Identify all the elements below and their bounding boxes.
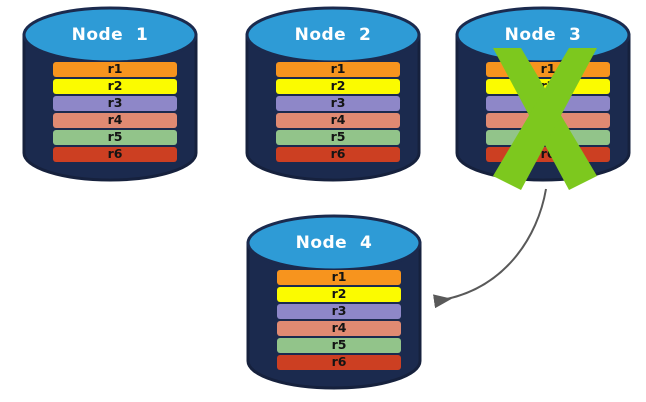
- row-label: r2: [107, 78, 123, 94]
- row-bar: r1: [53, 62, 177, 77]
- row-bar: r3: [486, 96, 610, 111]
- row-label: r5: [107, 129, 123, 145]
- row-label: r4: [107, 112, 123, 128]
- row-bar: r4: [276, 113, 400, 128]
- row-bar: r4: [277, 321, 401, 336]
- row-label: r4: [331, 320, 347, 336]
- row-label: r1: [330, 61, 346, 77]
- row-label: r2: [331, 286, 347, 302]
- row-bar: r6: [277, 355, 401, 370]
- row-label: r3: [330, 95, 346, 111]
- row-label: r3: [107, 95, 123, 111]
- row-label: r3: [331, 303, 347, 319]
- row-bar: r2: [53, 79, 177, 94]
- row-label: r1: [540, 61, 556, 77]
- row-bar: r6: [486, 147, 610, 162]
- row-label: r6: [330, 146, 346, 162]
- row-bar: r3: [277, 304, 401, 319]
- row-label: r6: [331, 354, 347, 370]
- row-label: r4: [330, 112, 346, 128]
- row-bar: r2: [277, 287, 401, 302]
- row-label: r4: [540, 112, 556, 128]
- row-label: r2: [330, 78, 346, 94]
- row-label: r6: [540, 146, 556, 162]
- row-label: r6: [107, 146, 123, 162]
- row-bar: r4: [486, 113, 610, 128]
- row-label: r5: [540, 129, 556, 145]
- row-bar: r1: [277, 270, 401, 285]
- row-label: r2: [540, 78, 556, 94]
- row-bar: r1: [486, 62, 610, 77]
- row-label: r1: [107, 61, 123, 77]
- row-bar: r4: [53, 113, 177, 128]
- row-label: r5: [330, 129, 346, 145]
- row-bar: r5: [277, 338, 401, 353]
- row-bar: r3: [53, 96, 177, 111]
- row-bar: r5: [276, 130, 400, 145]
- row-bar: r2: [486, 79, 610, 94]
- row-bar: r6: [276, 147, 400, 162]
- row-bar: r5: [486, 130, 610, 145]
- row-bar: r2: [276, 79, 400, 94]
- row-bar: r3: [276, 96, 400, 111]
- row-bar: r5: [53, 130, 177, 145]
- row-label: r1: [331, 269, 347, 285]
- row-label: r3: [540, 95, 556, 111]
- row-bar: r1: [276, 62, 400, 77]
- row-bar: r6: [53, 147, 177, 162]
- row-label: r5: [331, 337, 347, 353]
